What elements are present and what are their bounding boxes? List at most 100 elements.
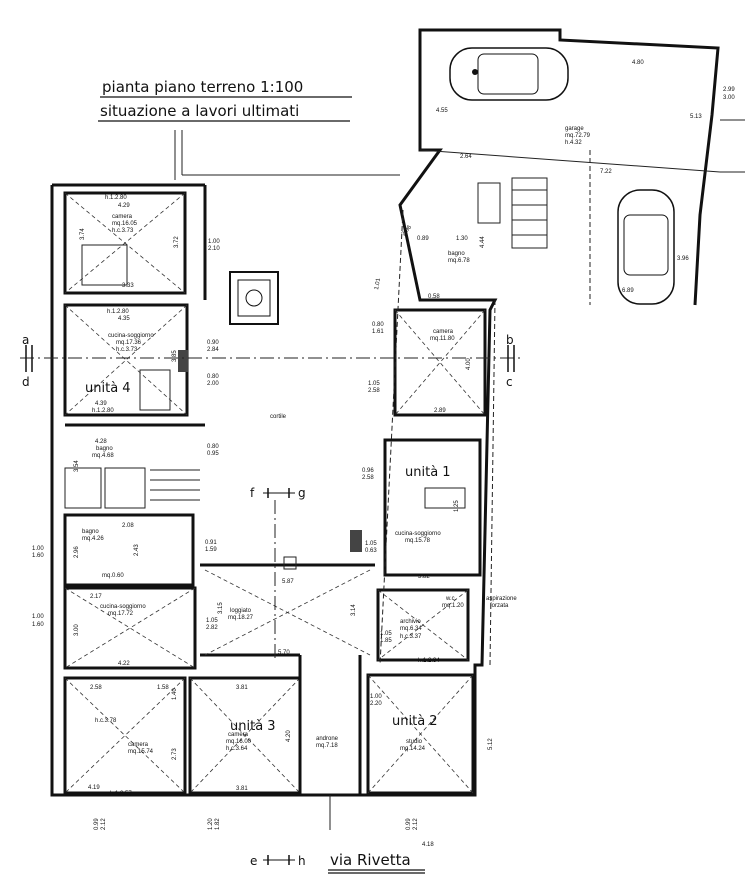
svg-text:mq.72.79: mq.72.79 (565, 133, 591, 139)
svg-text:3.00: 3.00 (74, 624, 80, 636)
svg-text:1.05: 1.05 (365, 541, 377, 547)
svg-text:3.14: 3.14 (351, 604, 357, 616)
svg-text:2.89: 2.89 (434, 408, 446, 414)
svg-text:androne: androne (316, 736, 339, 742)
svg-text:mq.6.34: mq.6.34 (400, 626, 422, 632)
section-lines (20, 345, 520, 865)
section-mark-e: e (250, 854, 257, 868)
svg-text:cucina-soggiorno: cucina-soggiorno (100, 604, 146, 610)
svg-text:2.58: 2.58 (362, 475, 374, 481)
svg-text:4.20: 4.20 (286, 730, 292, 742)
svg-text:mq.4.68: mq.4.68 (92, 453, 114, 459)
svg-text:cucina-soggiorno: cucina-soggiorno (108, 333, 154, 339)
section-mark-d: d (22, 375, 30, 389)
svg-text:1.58: 1.58 (157, 685, 169, 691)
svg-text:camera: camera (228, 732, 249, 738)
svg-text:mq.17.72: mq.17.72 (108, 611, 134, 617)
svg-text:1.00: 1.00 (370, 694, 382, 700)
svg-text:1.61: 1.61 (372, 329, 384, 335)
street-name: via Rivetta (330, 851, 411, 869)
svg-text:garage: garage (565, 126, 584, 132)
exterior-walls (50, 28, 745, 797)
svg-text:3.74: 3.74 (80, 228, 86, 240)
svg-text:camera: camera (433, 329, 454, 335)
svg-text:2.08: 2.08 (122, 523, 134, 529)
svg-text:2.20: 2.20 (370, 701, 382, 707)
section-mark-b: b (506, 333, 514, 347)
svg-text:2.58: 2.58 (368, 388, 380, 394)
svg-text:0.89: 0.89 (417, 236, 429, 242)
svg-text:h.1.2.57: h.1.2.57 (110, 791, 132, 797)
svg-text:4.22: 4.22 (118, 661, 130, 667)
plan-title: pianta piano terreno 1:100 (102, 78, 303, 96)
svg-text:forzata: forzata (490, 603, 509, 609)
courtyard-label: cortile (270, 414, 287, 420)
svg-text:4.44: 4.44 (480, 236, 486, 248)
svg-text:0.99: 0.99 (406, 818, 412, 830)
svg-text:4.18: 4.18 (422, 842, 434, 848)
svg-text:bagno: bagno (82, 529, 99, 535)
svg-text:2.58: 2.58 (90, 685, 102, 691)
unit-4-label: unità 4 (85, 381, 131, 396)
svg-text:1.00: 1.00 (32, 546, 44, 552)
svg-text:3.15: 3.15 (218, 602, 224, 614)
svg-text:3.72: 3.72 (174, 236, 180, 248)
svg-text:mq.7.18: mq.7.18 (316, 743, 338, 749)
svg-text:2.73: 2.73 (172, 748, 178, 760)
section-mark-g: g (298, 486, 306, 500)
svg-text:camera: camera (112, 214, 133, 220)
svg-text:studio: studio (406, 739, 423, 745)
svg-text:1.01: 1.01 (374, 277, 382, 290)
svg-text:3.33: 3.33 (122, 283, 134, 289)
unit-1-2-walls (366, 150, 591, 795)
unit-4-walls (63, 191, 362, 795)
svg-text:bagno: bagno (448, 251, 465, 257)
car-icon (449, 47, 569, 101)
dimension-labels: h.1.2.80 4.29 3.74 3.72 1.00 2.10 3.33 h… (32, 195, 494, 848)
svg-text:4.19: 4.19 (88, 785, 100, 791)
section-mark-a: a (22, 333, 29, 347)
svg-text:2.99: 2.99 (723, 87, 735, 93)
svg-text:1.00: 1.00 (32, 614, 44, 620)
svg-text:h.1.2.80: h.1.2.80 (92, 408, 114, 414)
svg-text:2.82: 2.82 (206, 625, 218, 631)
svg-text:mq.14.24: mq.14.24 (400, 746, 426, 752)
svg-text:2.84: 2.84 (207, 347, 219, 353)
svg-text:0.80: 0.80 (372, 322, 384, 328)
svg-text:cucina-soggiorno: cucina-soggiorno (395, 531, 441, 537)
svg-text:4.39: 4.39 (95, 401, 107, 407)
svg-text:0.58: 0.58 (428, 294, 440, 300)
svg-text:1.00: 1.00 (208, 239, 220, 245)
svg-text:0.95: 0.95 (207, 451, 219, 457)
svg-text:4.29: 4.29 (118, 203, 130, 209)
svg-text:1.60: 1.60 (32, 553, 44, 559)
svg-text:loggiato: loggiato (230, 608, 252, 614)
svg-text:3.81: 3.81 (236, 685, 248, 691)
svg-text:0.96: 0.96 (362, 468, 374, 474)
room-labels: camera mq.16.05 h.c.3.73 cucina-soggiorn… (82, 214, 517, 755)
svg-text:2.12: 2.12 (413, 818, 419, 830)
section-mark-h: h (298, 854, 306, 868)
svg-text:2.96: 2.96 (74, 546, 80, 558)
svg-text:4.28: 4.28 (95, 439, 107, 445)
svg-text:1.20: 1.20 (208, 818, 214, 830)
svg-text:bagno: bagno (96, 446, 113, 452)
svg-text:3.82: 3.82 (418, 574, 430, 580)
svg-text:h.1.2.34: h.1.2.34 (418, 658, 440, 664)
unit-2-label: unità 2 (392, 714, 438, 729)
svg-text:3.85: 3.85 (172, 350, 178, 362)
svg-text:archivio: archivio (400, 619, 421, 625)
svg-text:0.99: 0.99 (94, 818, 100, 830)
svg-text:0.63: 0.63 (365, 548, 377, 554)
svg-text:3.81: 3.81 (236, 786, 248, 792)
svg-text:1.85: 1.85 (380, 638, 392, 644)
svg-text:2.12: 2.12 (101, 818, 107, 830)
svg-text:2.96: 2.96 (401, 224, 414, 237)
svg-text:1.60: 1.60 (32, 622, 44, 628)
svg-text:h.c.3.37: h.c.3.37 (400, 634, 422, 640)
svg-text:mq.16.05: mq.16.05 (112, 221, 138, 227)
svg-text:6.89: 6.89 (622, 288, 634, 294)
svg-text:2.17: 2.17 (90, 594, 102, 600)
svg-text:3.96: 3.96 (677, 256, 689, 262)
